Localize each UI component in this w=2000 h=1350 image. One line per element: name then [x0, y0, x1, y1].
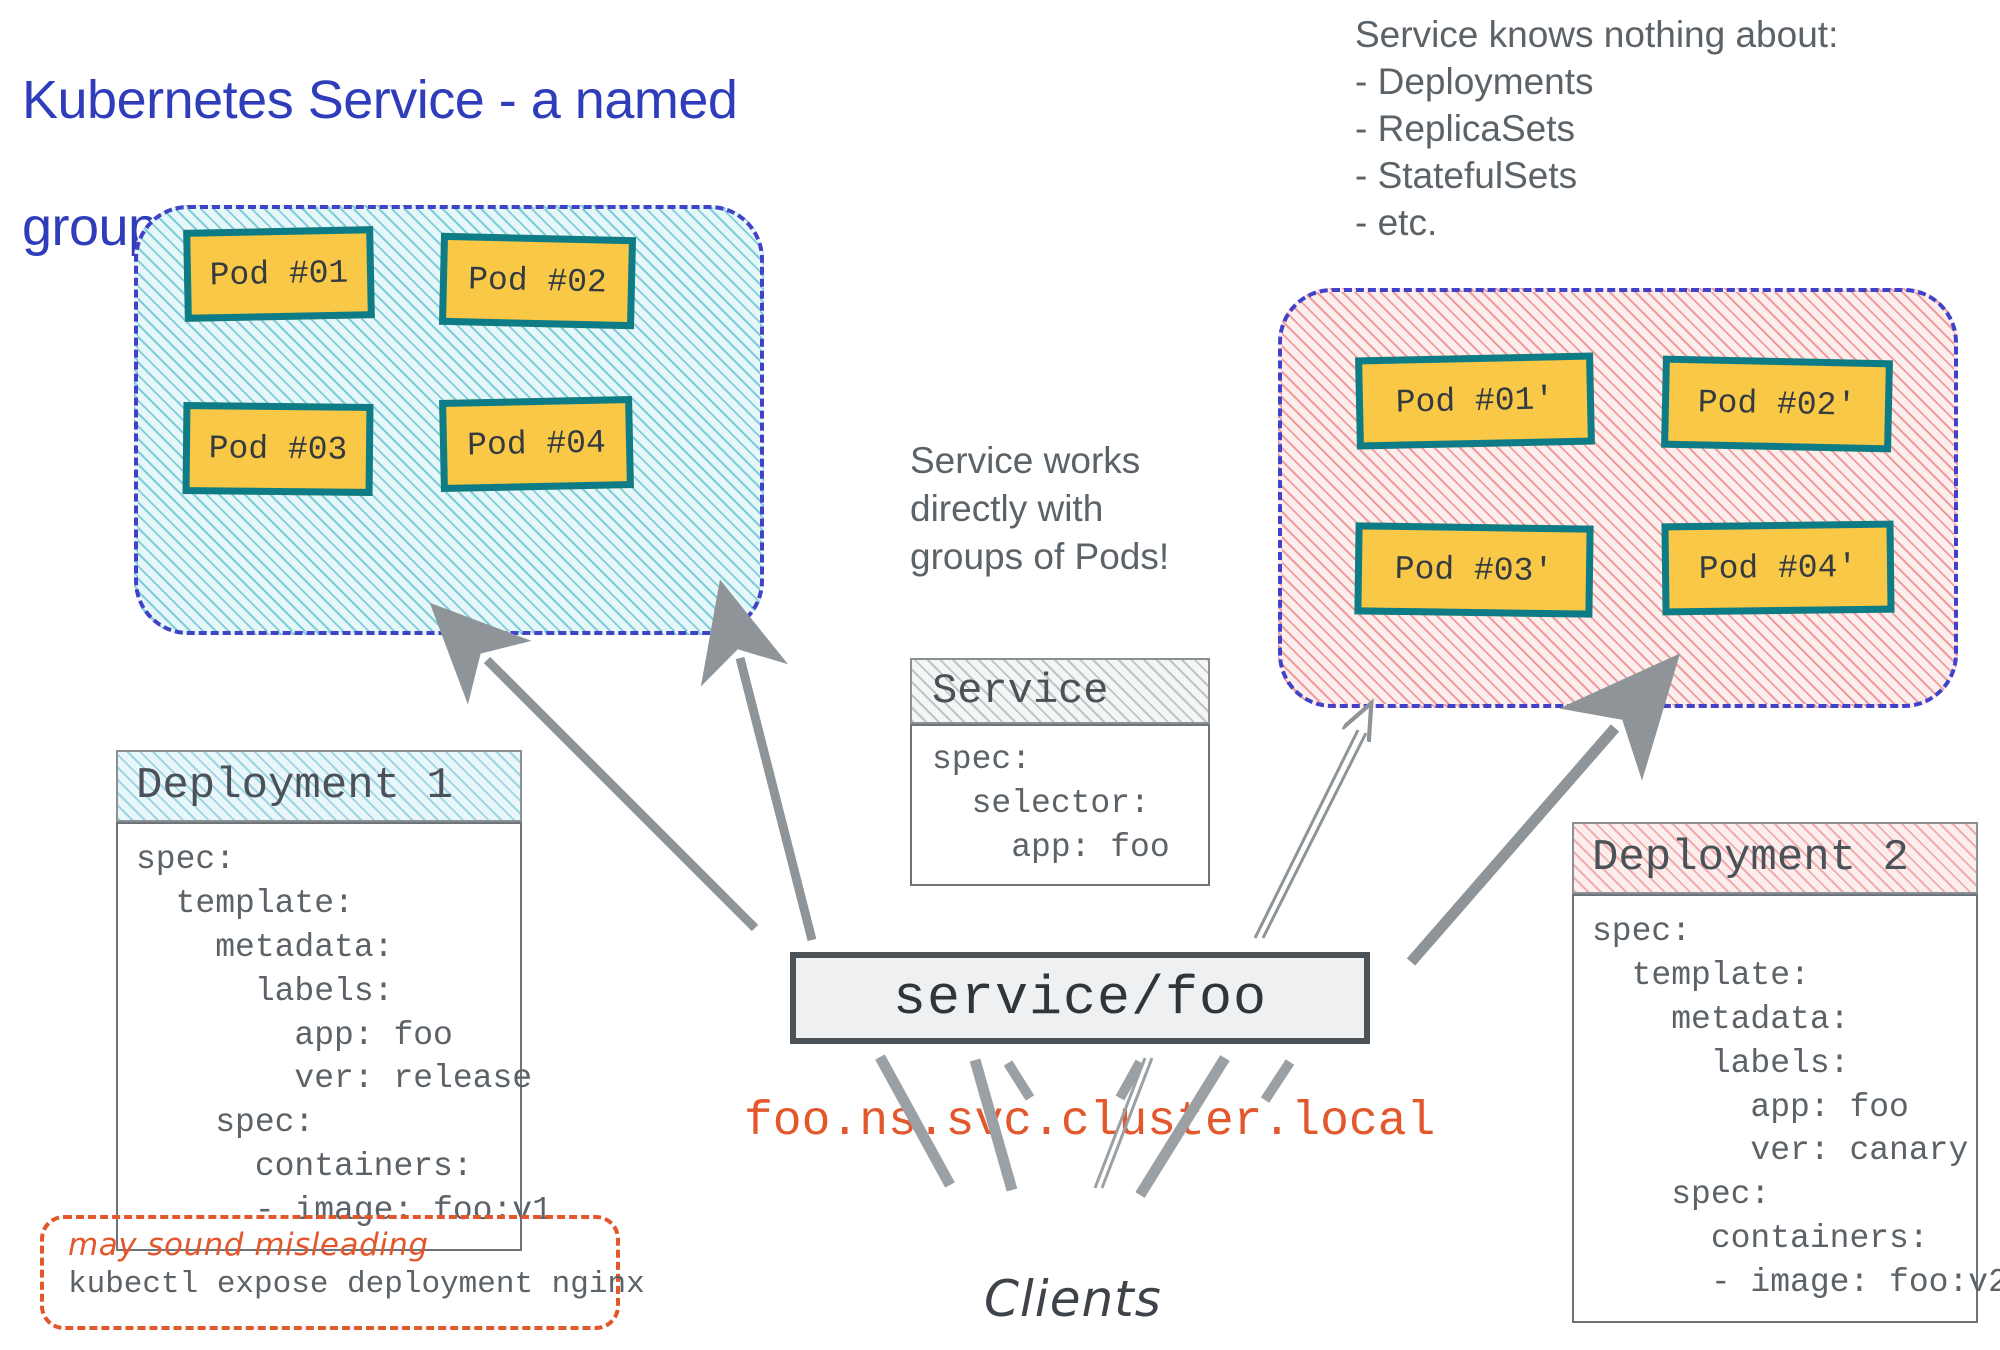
note-knows-line-5: - etc.: [1355, 201, 1438, 243]
page-title-line-1: Kubernetes Service - a named: [22, 70, 738, 131]
note-knows-line-2: - Deployments: [1355, 60, 1594, 102]
service-foo-box[interactable]: service/foo: [790, 952, 1370, 1044]
arrow-deployment1-to-pods: [429, 602, 759, 932]
note-knows-line-3: - ReplicaSets: [1355, 107, 1576, 149]
pod-card[interactable]: Pod #03: [182, 402, 374, 496]
pod-card[interactable]: Pod #04': [1661, 520, 1895, 616]
arrow-service-to-cyan-pods: [700, 579, 817, 942]
note-misleading-command: kubectl expose deployment nginx: [68, 1267, 645, 1302]
pod-card[interactable]: Pod #02': [1661, 355, 1893, 453]
note-knows-line-4: - StatefulSets: [1355, 154, 1578, 196]
service-dns-label: foo.ns.svc.cluster.local: [744, 1095, 1436, 1149]
deployment-1-spec: spec: template: metadata: labels: app: f…: [116, 822, 552, 1251]
note-misleading-box: may sound misleading kubectl expose depl…: [40, 1215, 645, 1330]
deployment-1-title: Deployment 1: [116, 750, 522, 822]
clients-label: Clients: [984, 1270, 1162, 1328]
note-misleading-handwriting: may sound misleading: [68, 1227, 429, 1263]
arrow-service-to-red-pods: [1253, 730, 1358, 939]
deployment-2-card: Deployment 2 spec: template: metadata: l…: [1572, 822, 2000, 1323]
service-spec-card: Service spec: selector: app: foo: [910, 658, 1210, 886]
note-service-knows-nothing: Service knows nothing about: - Deploymen…: [1355, 12, 1838, 247]
pod-group-red: [1278, 288, 1958, 708]
client-stub-2: [1115, 1059, 1145, 1101]
note-knows-line-1: Service knows nothing about:: [1355, 14, 1839, 55]
pod-card[interactable]: Pod #01: [183, 226, 375, 322]
service-card-spec: spec: selector: app: foo: [910, 724, 1210, 886]
note-service-works-directly: Service works directly with groups of Po…: [910, 437, 1169, 581]
pod-card[interactable]: Pod #04: [439, 395, 634, 493]
client-stub-1: [1003, 1060, 1035, 1101]
service-card-title: Service: [910, 658, 1210, 724]
pod-card[interactable]: Pod #02: [438, 232, 637, 330]
note-works-line-3: groups of Pods!: [910, 536, 1170, 578]
pod-card[interactable]: Pod #01': [1355, 352, 1595, 450]
deployment-1-card: Deployment 1 spec: template: metadata: l…: [116, 750, 552, 1251]
note-works-line-1: Service works: [910, 440, 1141, 481]
note-works-line-2: directly with: [910, 488, 1104, 530]
arrow-service-to-red-pods-inner: [1261, 732, 1368, 939]
deployment-2-spec: spec: template: metadata: labels: app: f…: [1572, 894, 2000, 1323]
deployment-2-title: Deployment 2: [1572, 822, 1978, 894]
pod-card[interactable]: Pod #03': [1354, 522, 1594, 618]
